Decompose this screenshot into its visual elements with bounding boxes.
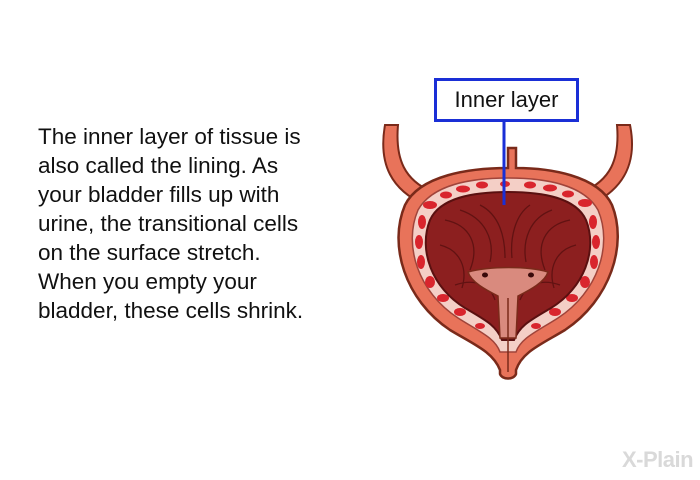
description-line: also called the lining. As (38, 153, 279, 178)
xplain-logo: X-Plain (622, 447, 694, 472)
left-ureteral-opening (482, 272, 488, 278)
inner-layer-callout: Inner layer (434, 78, 579, 122)
description-line: on the surface stretch. (38, 240, 261, 265)
description-text: The inner layer of tissue is also called… (38, 122, 368, 325)
description-line: your bladder fills up with (38, 182, 280, 207)
blood-spots (415, 181, 600, 329)
description-line: The inner layer of tissue is (38, 124, 301, 149)
description-line: urine, the transitional cells (38, 211, 299, 236)
right-ureteral-opening (528, 272, 534, 278)
description-line: When you empty your (38, 269, 257, 294)
description-line: bladder, these cells shrink. (38, 298, 304, 323)
lining-folds (439, 204, 577, 301)
